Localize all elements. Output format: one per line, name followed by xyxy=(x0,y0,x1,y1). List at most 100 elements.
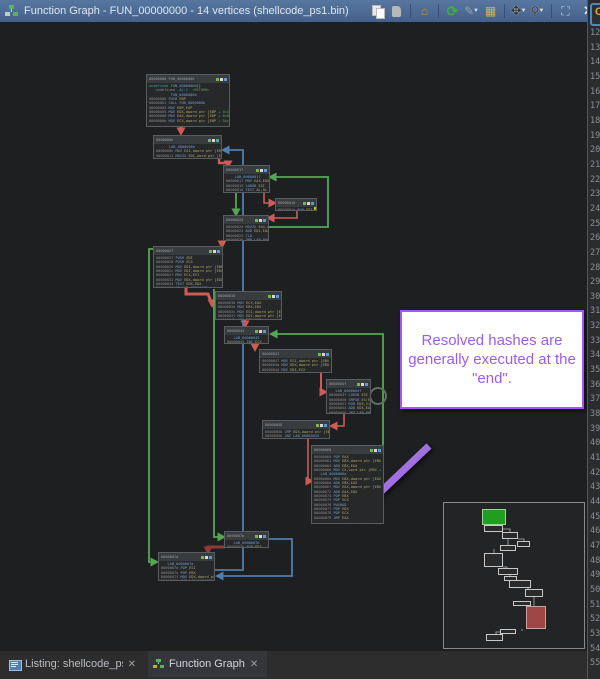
block-maximize-icon xyxy=(263,329,266,333)
satellite-block xyxy=(509,580,531,588)
bottom-tab-bar: Listing: shellcode_ps... ✕ Function Grap… xyxy=(0,650,587,679)
c-tab-badge: C xyxy=(590,3,600,26)
asm-line: 00000029 MOV EDI,dword ptr [EBP + 0x10] xyxy=(156,264,223,269)
asm-line: 00000043 XOR ECX,ECX xyxy=(218,318,279,319)
asm-line: 00000031 MOV EDX,dword ptr [EDI + 0x78] xyxy=(156,277,223,282)
asm-line: 0000003f MOV EDI,dword ptr [EDX + 0x24],… xyxy=(218,314,281,318)
home-icon[interactable]: ⌂ xyxy=(420,4,429,18)
graph-edge-blue xyxy=(215,149,244,571)
asm-line: 0000004f LODSB ESI xyxy=(329,393,368,398)
move-view-icon[interactable]: ✥▼ xyxy=(510,3,527,18)
asm-line: 0000006d ADD EBX,EAX xyxy=(314,481,358,486)
edge-arrowhead xyxy=(319,387,329,397)
asm-line: 00000000 PUSH EBP xyxy=(149,97,186,102)
asm-line: 0000005b JNZ LAB_00000045 xyxy=(265,434,320,439)
graph-edge-green xyxy=(273,333,384,453)
function-graph-icon xyxy=(5,5,18,17)
asm-line: 0000001a TEST AL,AL xyxy=(226,188,268,193)
asm-line: undefined AL:1 <RETURN> xyxy=(149,88,210,93)
asm-line: LAB_0000000e xyxy=(168,145,195,149)
asm-line: 00000026 JMP LAB_00000017 xyxy=(226,238,268,241)
asm-line: 00000074 POP EBX xyxy=(314,494,349,499)
block-bg-icon xyxy=(307,201,310,205)
function-graph-tab-icon xyxy=(153,658,165,670)
tab-listing[interactable]: Listing: shellcode_ps... ✕ xyxy=(4,651,140,677)
asm-line: 00000064 ADD EBX,EAX xyxy=(314,463,358,468)
edge-arrowhead xyxy=(231,208,241,218)
asm-line: 00000003 MOV EBP,ESP xyxy=(149,105,193,110)
block-title: 00000038 xyxy=(216,292,281,300)
magnify-icon[interactable]: ⚲▼ xyxy=(530,4,545,18)
asm-line: 00000066 MOV CX,word ptr [EBX + ECX*0x2] xyxy=(314,468,382,473)
edge-arrowhead xyxy=(150,557,160,567)
block-title: 00000058 xyxy=(263,421,329,429)
block-title: 00000017 xyxy=(224,166,269,174)
line-numbers: 12 13 14 15 16 17 18 19 20 21 22 23 24 2… xyxy=(590,28,600,669)
asm-line: 00000034 TEST EDX,EDX xyxy=(156,282,202,287)
asm-line: 00000008 MOV EAX,dword ptr [EBP + 0x8] xyxy=(149,114,230,119)
refresh-icon[interactable]: ⟳ xyxy=(446,2,459,19)
block-maximize-icon xyxy=(264,168,267,172)
satellite-edge xyxy=(503,566,508,568)
block-maximize-icon xyxy=(311,201,314,205)
paste-icon[interactable] xyxy=(388,3,405,20)
asm-line: 0000006f MOV EAX,dword ptr [EBX + ECX*0x… xyxy=(314,485,384,490)
block-title: 00000060 xyxy=(312,446,383,454)
copy-icon[interactable] xyxy=(369,3,386,20)
block-maximize-icon xyxy=(216,138,219,142)
asm-line: LAB_0000007d xyxy=(167,562,194,566)
block-title: 00000047 xyxy=(260,350,331,358)
block-bg-icon xyxy=(213,249,216,253)
block-body: 0000001e ROR EDI,0xd xyxy=(276,207,316,210)
edit-format-icon[interactable]: ✎▼ xyxy=(463,4,479,18)
asm-line: 00000036 JZ LAB_00000089 xyxy=(156,286,220,287)
satellite-edge xyxy=(518,538,525,541)
layout-grid-icon[interactable]: ▦ xyxy=(484,4,497,18)
edge-arrowhead xyxy=(305,476,315,486)
asm-line: 00000072 ADD EAX,EDX xyxy=(314,489,358,494)
graph-edge-green xyxy=(213,289,222,538)
asm-line: 0000007b POP EDI xyxy=(227,545,262,548)
snapshot-camera-icon[interactable]: ⛶ xyxy=(561,3,570,18)
satellite-block xyxy=(486,634,503,641)
edge-arrowhead xyxy=(268,198,278,208)
tab-graph-close-icon[interactable]: ✕ xyxy=(249,658,259,670)
edge-arrowhead xyxy=(328,421,338,431)
asm-line: 0000001e ROR EDI,0xd xyxy=(278,207,316,210)
tab-function-graph[interactable]: Function Graph ✕ xyxy=(148,651,267,677)
edge-arrowhead xyxy=(268,329,278,339)
edge-arrowhead xyxy=(223,160,233,170)
asm-line: LAB_0000006a xyxy=(320,472,347,477)
tab-listing-close-icon[interactable]: ✕ xyxy=(127,658,136,670)
block-body: 00000058 CMP EDX,dword ptr [EBP + 0x8]00… xyxy=(263,429,329,439)
block-body: 00000020 MOVZX EAX,AL00000023 ADD EDI,EA… xyxy=(224,224,268,241)
asm-line: 00000061 MOV EBX,dword ptr [EBX + 0x24] xyxy=(314,459,384,464)
block-maximize-icon xyxy=(217,249,220,253)
block-edit-icon xyxy=(370,448,373,452)
satellite-view[interactable] xyxy=(443,502,585,649)
block-title: 0000001e xyxy=(276,199,316,207)
asm-line: 0000004d MOV EDI,ECX xyxy=(262,367,306,372)
asm-line: 00000051 ROR EDX,0xd xyxy=(329,402,371,407)
asm-line: FUN_00000000 xyxy=(170,92,197,97)
asm-line: 00000078 POP ECX xyxy=(314,511,349,516)
block-maximize-icon xyxy=(276,294,279,298)
asm-line: 0000001c JZ LAB_00000028 xyxy=(226,192,267,193)
